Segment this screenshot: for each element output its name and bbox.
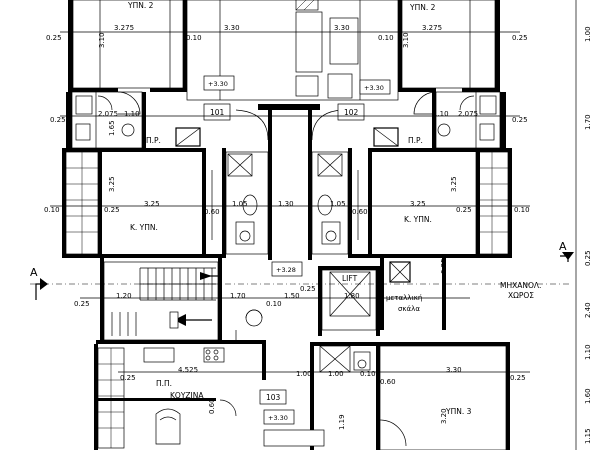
dim-label: 1.30 (278, 200, 294, 208)
dim-label: 1.60 (584, 388, 592, 404)
dim-label: 0.25 (456, 206, 472, 214)
dim-label: 0.60 (352, 208, 368, 216)
room-label: Κ. ΥΠΝ. (404, 215, 432, 224)
room-label: ΧΩΡΟΣ (508, 291, 534, 300)
linework (65, 0, 577, 450)
dim-label: 1.10 (433, 110, 449, 118)
room-label: ΥΠΝ. 3 (445, 407, 472, 416)
dim-label: 0.25 (46, 34, 62, 42)
dim-label: 2.075 (98, 110, 118, 118)
section-label-right: A (559, 240, 567, 253)
section-label-left: A (30, 266, 38, 279)
room-label: LIFT (342, 274, 358, 283)
dim-label: 3.30 (224, 24, 240, 32)
dim-label: 2.40 (584, 302, 592, 318)
dim-label: 3.25 (108, 176, 116, 192)
level-tag: +3.30 (208, 80, 228, 88)
level-tag: +3.28 (276, 266, 296, 274)
dim-label: 4.525 (178, 366, 198, 374)
level-tag: +3.30 (364, 84, 384, 92)
apartment-number: 103 (266, 393, 281, 402)
dim-label: 0.10 (378, 34, 394, 42)
dim-label: 3.30 (334, 24, 350, 32)
dim-label: 0.25 (120, 374, 136, 382)
room-label: ΥΠΝ. 2 (409, 3, 436, 12)
dim-label: 1.65 (108, 120, 116, 136)
dim-label: 3.20 (440, 408, 448, 424)
dim-label: 0.10 (44, 206, 60, 214)
room-label: Π.Ρ. (146, 136, 161, 145)
dim-label: 3.275 (114, 24, 134, 32)
dim-label: 0.60 (208, 398, 216, 414)
dim-label: 1.70 (584, 114, 592, 130)
dim-label: 2.075 (458, 110, 478, 118)
dim-label: 1.05 (330, 200, 346, 208)
dim-label: 1.19 (338, 414, 346, 430)
dim-label: 3.25 (450, 176, 458, 192)
dim-label: 0.10 (186, 34, 202, 42)
dim-label: 0.10 (514, 206, 530, 214)
dim-label: 0.25 (440, 258, 448, 274)
dim-label: 0.25 (512, 116, 528, 124)
dim-label: 1.50 (284, 292, 300, 300)
dim-label: 0.25 (50, 116, 66, 124)
room-label: ΚΟΥΖΙΝΑ (170, 391, 204, 400)
level-markers: +3.30 +3.30 +3.28 +3.30 101 102 103 (203, 75, 391, 425)
dim-label: 0.60 (380, 378, 396, 386)
dim-label: 3.10 (402, 32, 410, 48)
dim-label: 0.25 (512, 34, 528, 42)
dim-label: 0.10 (266, 300, 282, 308)
dim-label: 3.30 (446, 366, 462, 374)
dim-label: 1.15 (584, 428, 592, 444)
room-label: σκάλα (398, 305, 420, 313)
section-marker-left: A (30, 266, 48, 300)
dim-label: 0.10 (360, 370, 376, 378)
section-marker-right: A (559, 240, 574, 262)
apartment-number: 102 (344, 108, 359, 117)
dim-label: 1.10 (124, 110, 140, 118)
dim-label: 3.275 (422, 24, 442, 32)
dim-label: 1.70 (230, 292, 246, 300)
room-label: ΜΗΧΑΝΟΛ. (500, 281, 541, 290)
dim-label: 1.80 (344, 292, 360, 300)
dim-label: 0.25 (300, 285, 316, 293)
dim-label: 0.25 (510, 374, 526, 382)
dim-label: 1.00 (296, 370, 312, 378)
dimensions: 0.25 3.275 0.10 3.30 3.30 0.10 3.275 0.2… (44, 24, 592, 444)
dim-label: 1.20 (116, 292, 132, 300)
room-label: Κ. ΥΠΝ. (130, 223, 158, 232)
walls (62, 0, 512, 450)
room-label: ΥΠΝ. 2 (127, 1, 154, 10)
dim-label: 0.25 (584, 250, 592, 266)
dim-label: 1.05 (232, 200, 248, 208)
dim-label: 1.10 (584, 344, 592, 360)
apartment-number: 101 (210, 108, 225, 117)
dim-label: 0.60 (204, 208, 220, 216)
dim-label: 3.25 (410, 200, 426, 208)
room-label: Π.Ρ. (408, 136, 423, 145)
level-tag: +3.30 (268, 414, 288, 422)
room-label: Π.Π. (156, 379, 172, 388)
dim-label: 1.00 (584, 26, 592, 42)
dim-label: 0.25 (74, 300, 90, 308)
dim-label: 3.10 (98, 32, 106, 48)
dim-label: 3.25 (144, 200, 160, 208)
dim-label: 1.00 (328, 370, 344, 378)
dim-label: 0.25 (104, 206, 120, 214)
